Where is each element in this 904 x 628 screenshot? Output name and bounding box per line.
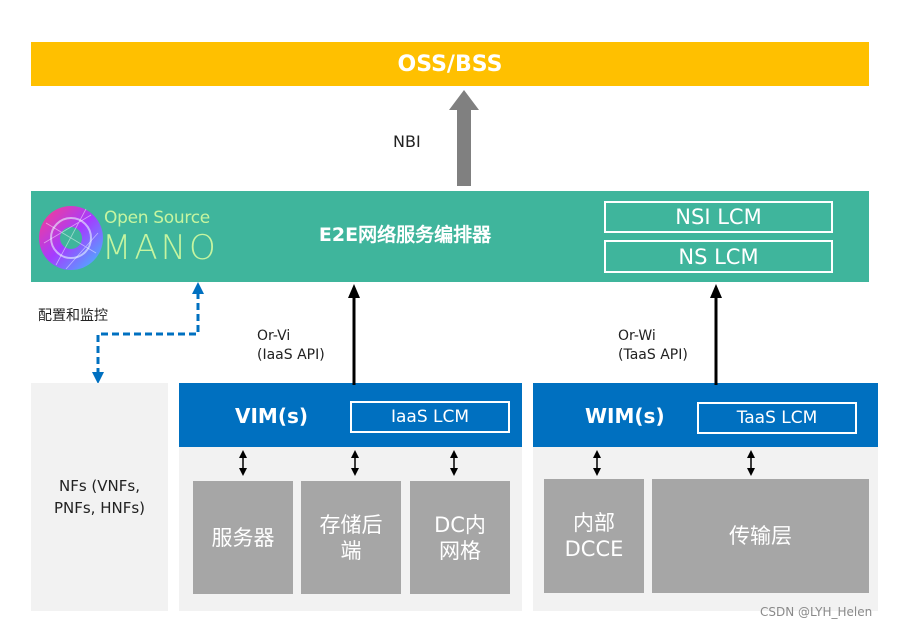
orchestrator-title: E2E网络服务编排器	[318, 224, 492, 246]
iaas-lcm-box: IaaS LCM	[350, 401, 510, 433]
dc-network-box: DC内网格	[410, 481, 510, 594]
wim-title: WIM(s)	[585, 404, 665, 428]
nfs-label-line2: PNFs, HNFs)	[53, 499, 146, 517]
or-wi-label-line2: (TaaS API)	[618, 347, 688, 363]
oss-bss-label: OSS/BSS	[397, 51, 503, 77]
transport-layer-box: 传输层	[652, 479, 869, 593]
or-wi-label: Or-Wi (TaaS API)	[618, 327, 688, 365]
nfs-panel: NFs (VNFs, PNFs, HNFs)	[31, 383, 168, 611]
dcce-box-line1: 内部	[572, 511, 615, 535]
dc-network-box-line1: DC内	[434, 512, 486, 537]
or-vi-label: Or-Vi (IaaS API)	[257, 327, 325, 365]
storage-box-line1: 存储后	[319, 512, 383, 537]
transport-box-line1: 传输层	[729, 524, 792, 548]
vim-title: VIM(s)	[235, 404, 309, 428]
or-vi-arrow	[348, 284, 360, 385]
or-wi-label-line1: Or-Wi	[618, 328, 656, 344]
config-monitor-label: 配置和监控	[38, 308, 108, 324]
osm-mano-logo-icon	[39, 206, 103, 270]
nsi-lcm-box: NSI LCM	[604, 201, 833, 233]
or-wi-arrow	[710, 284, 722, 385]
or-vi-label-line1: Or-Vi	[257, 328, 291, 344]
orchestrator-bar	[31, 191, 869, 282]
dcce-box-line2: DCCE	[564, 537, 624, 561]
server-box: 服务器	[193, 481, 293, 594]
server-box-line1: 服务器	[211, 525, 275, 550]
storage-backend-box: 存储后端	[301, 481, 401, 594]
dc-network-box-line2: 网格	[439, 538, 481, 563]
csdn-watermark: CSDN @LYH_Helen	[760, 605, 873, 619]
taas-lcm-box: TaaS LCM	[697, 402, 857, 434]
nfs-label-line1: NFs (VNFs,	[59, 477, 140, 495]
nbi-arrow	[449, 90, 479, 186]
or-vi-label-line2: (IaaS API)	[257, 347, 325, 363]
ns-lcm-box: NS LCM	[604, 240, 833, 273]
oss-bss-bar: OSS/BSS	[31, 42, 869, 86]
nbi-label: NBI	[393, 132, 421, 151]
config-monitor-dashed-arrow	[92, 282, 204, 384]
wim-header-bar	[533, 383, 878, 447]
logo-open-source-text: Open Source	[104, 208, 210, 228]
storage-box-line2: 端	[340, 538, 362, 563]
logo-mano-text: MANO	[102, 228, 219, 268]
